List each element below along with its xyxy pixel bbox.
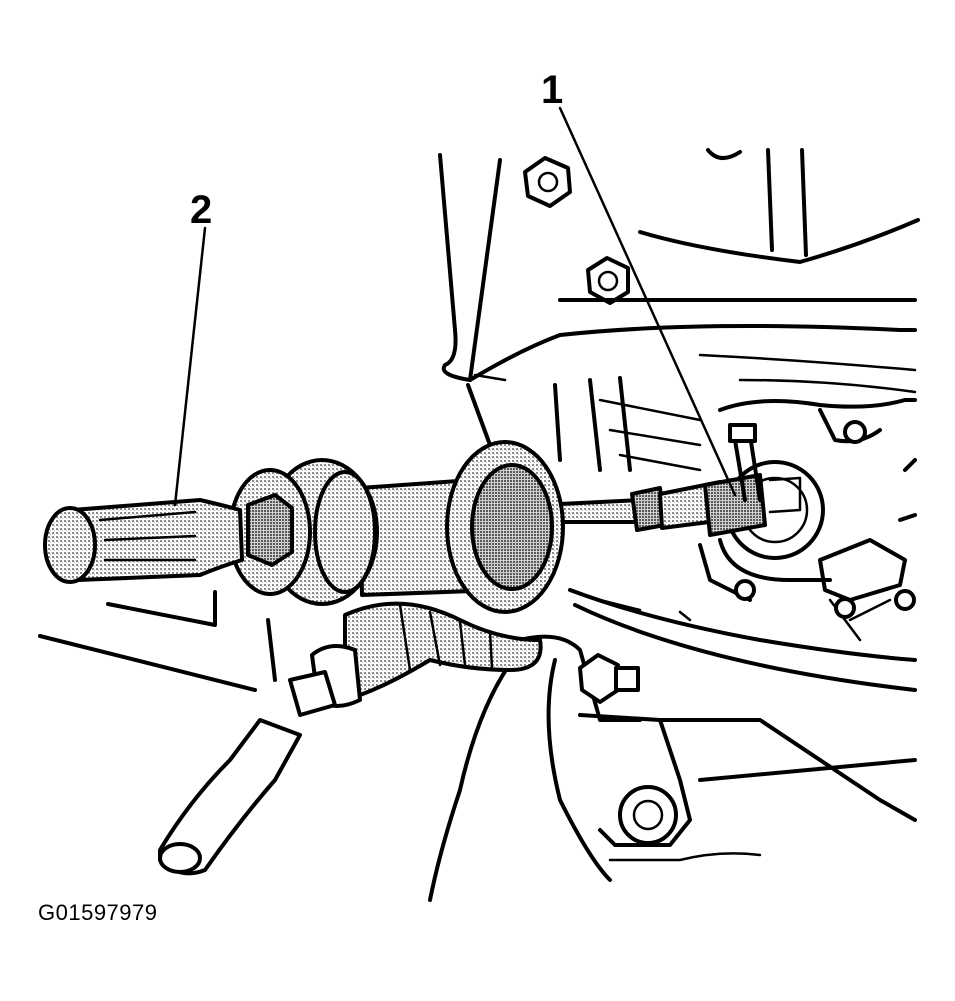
callout-1-leader (558, 106, 737, 497)
bolt-lower (578, 653, 640, 704)
slide-hammer (43, 440, 727, 614)
bolt-upper (586, 256, 630, 305)
axle-boot (158, 601, 543, 876)
callout-1-label: 1 (541, 68, 564, 112)
callout-2-label: 2 (190, 188, 213, 232)
puller-attachment (703, 423, 802, 537)
bolt-top (523, 156, 572, 208)
figure-id: G01597979 (38, 900, 158, 925)
callout-2-leader (173, 226, 207, 507)
